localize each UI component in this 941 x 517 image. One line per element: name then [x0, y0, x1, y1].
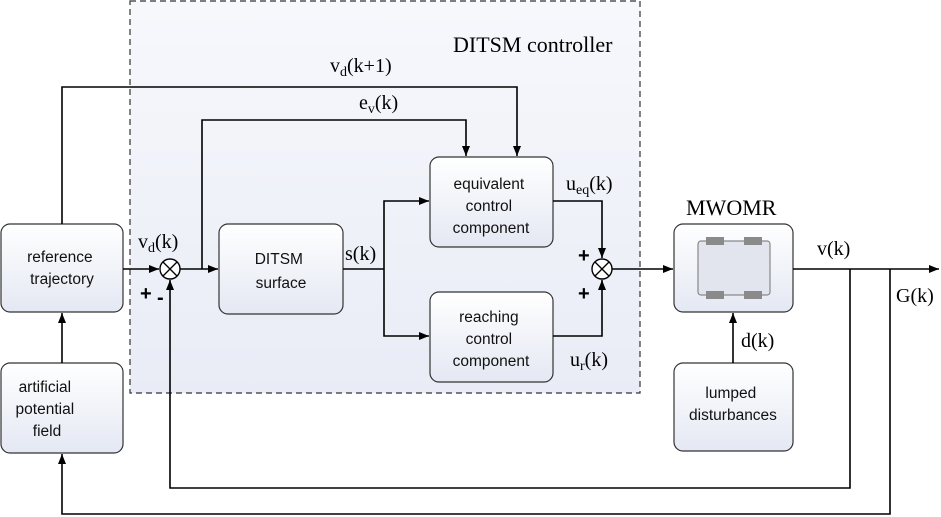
- reaching-control-block: reaching control component: [429, 291, 554, 383]
- surface-line-1: DITSM: [255, 251, 303, 268]
- wire-feedback-g: [58, 269, 891, 515]
- sum2-top-plus-sign: +: [578, 245, 590, 267]
- eq-line-2: control: [466, 198, 513, 215]
- label-d: d(k): [741, 330, 774, 352]
- ditsm-surface-block: DITSM surface: [218, 223, 344, 315]
- surface-line-2: surface: [256, 275, 307, 292]
- label-s: s(k): [345, 243, 376, 265]
- dist-line-1: lumped: [705, 385, 756, 402]
- apf-line-3: field: [33, 423, 61, 440]
- wire-s-to-reach: [383, 269, 429, 340]
- reach-line-1: reaching: [459, 309, 518, 326]
- robot-icon: [697, 237, 771, 299]
- sum1-plus-sign: +: [140, 283, 152, 305]
- label-ev: ev(k): [359, 92, 398, 117]
- label-ueq: ueq(k): [566, 173, 613, 198]
- summing-junction-1: [159, 258, 181, 280]
- wire-feedback-v: [166, 269, 851, 489]
- svg-text:reference trajectory: reference trajectory: [27, 249, 97, 288]
- summing-junction-2: [591, 258, 613, 280]
- apf-line-1: artificial: [19, 379, 72, 396]
- label-v: v(k): [817, 238, 850, 260]
- wire-vd-next: [61, 86, 521, 224]
- signal-wires: [58, 86, 939, 515]
- eq-line-1: equivalent: [454, 176, 525, 193]
- mwomr-plant-block: [673, 223, 794, 313]
- svg-text:artificial potential: artificial potential field: [16, 379, 79, 440]
- svg-text:lumped disturbances: lumped disturbances: [689, 385, 777, 424]
- wire-eq-to-sum2: [553, 200, 606, 258]
- apf-line-2: potential: [16, 401, 75, 418]
- ref-line-1: reference: [27, 249, 92, 266]
- svg-text:reaching control c: reaching control component: [453, 309, 530, 370]
- artificial-potential-field-block: artificial potential field: [0, 362, 124, 454]
- reach-line-2: control: [466, 331, 513, 348]
- ref-line-2: trajectory: [30, 271, 94, 288]
- wire-reach-to-sum2: [553, 280, 606, 337]
- dist-line-2: disturbances: [689, 407, 777, 424]
- label-vd-next: vd(k+1): [330, 55, 392, 80]
- label-ur: ur(k): [570, 349, 608, 374]
- wire-s-to-eq: [383, 197, 429, 269]
- equivalent-control-block: equivalent control component: [429, 156, 554, 248]
- sum1-minus-sign: -: [157, 287, 164, 309]
- reach-line-3: component: [453, 353, 530, 370]
- plant-title: MWOMR: [686, 195, 777, 220]
- ditsm-controller-region: [129, 0, 641, 394]
- controller-title: DITSM controller: [453, 32, 613, 57]
- sum2-bottom-plus-sign: +: [578, 283, 590, 305]
- lumped-disturbances-block: lumped disturbances: [673, 362, 794, 452]
- reference-trajectory-block: reference trajectory: [0, 223, 124, 313]
- label-vd: vd(k): [138, 231, 178, 256]
- wire-ev: [201, 119, 470, 269]
- svg-text:equivalent control: equivalent control component: [453, 176, 530, 237]
- svg-text:DITSM surface: DITSM surface: [255, 251, 308, 292]
- label-g: G(k): [896, 285, 934, 307]
- eq-line-3: component: [453, 220, 530, 237]
